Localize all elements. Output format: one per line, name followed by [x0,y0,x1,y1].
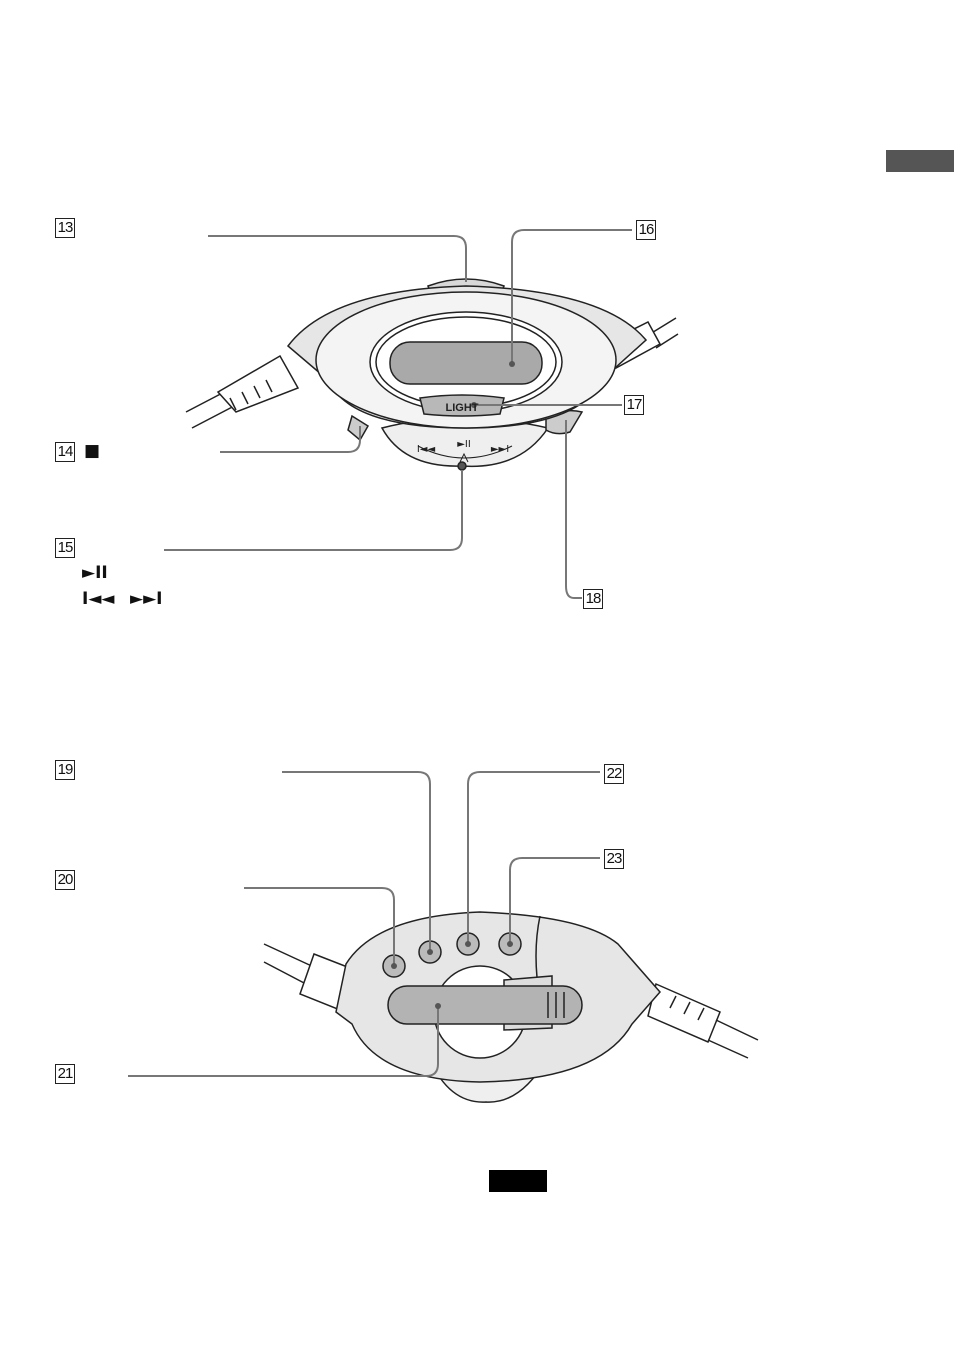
callout-16: 16 [636,220,656,240]
callout-19: 19 [55,760,75,780]
next-symbol: ►►I [130,589,163,609]
jog-play-label: ►II [457,439,471,450]
section-thumb-tab [886,150,954,172]
footer-page-tab [489,1170,547,1192]
callout-18: 18 [583,589,603,609]
callout-22: 22 [604,764,624,784]
light-label: LIGHT [446,402,479,414]
callout-15: 15 [55,538,75,558]
stop-side-button [347,414,370,442]
leader-lines-back [128,771,600,1077]
jog-prev-label: I◄◄ [417,444,436,455]
callout-21: 21 [55,1064,75,1084]
callout-23: 23 [604,849,624,869]
play-pause-symbol: ►II [82,563,108,583]
callout-14: 14 [55,442,75,462]
left-cable-plug [216,354,300,413]
leader-lines-front [164,229,632,599]
prev-symbol: I◄◄ [82,589,115,609]
remote-back-view [263,911,759,1103]
remote-front-view [185,278,679,471]
callout-17: 17 [624,395,644,415]
jog-next-label: ►►I [491,444,509,455]
lcd-display [389,341,543,385]
stop-symbol: ■ [84,441,101,461]
belt-clip [387,985,583,1025]
callout-13: 13 [55,218,75,238]
callout-20: 20 [55,870,75,890]
